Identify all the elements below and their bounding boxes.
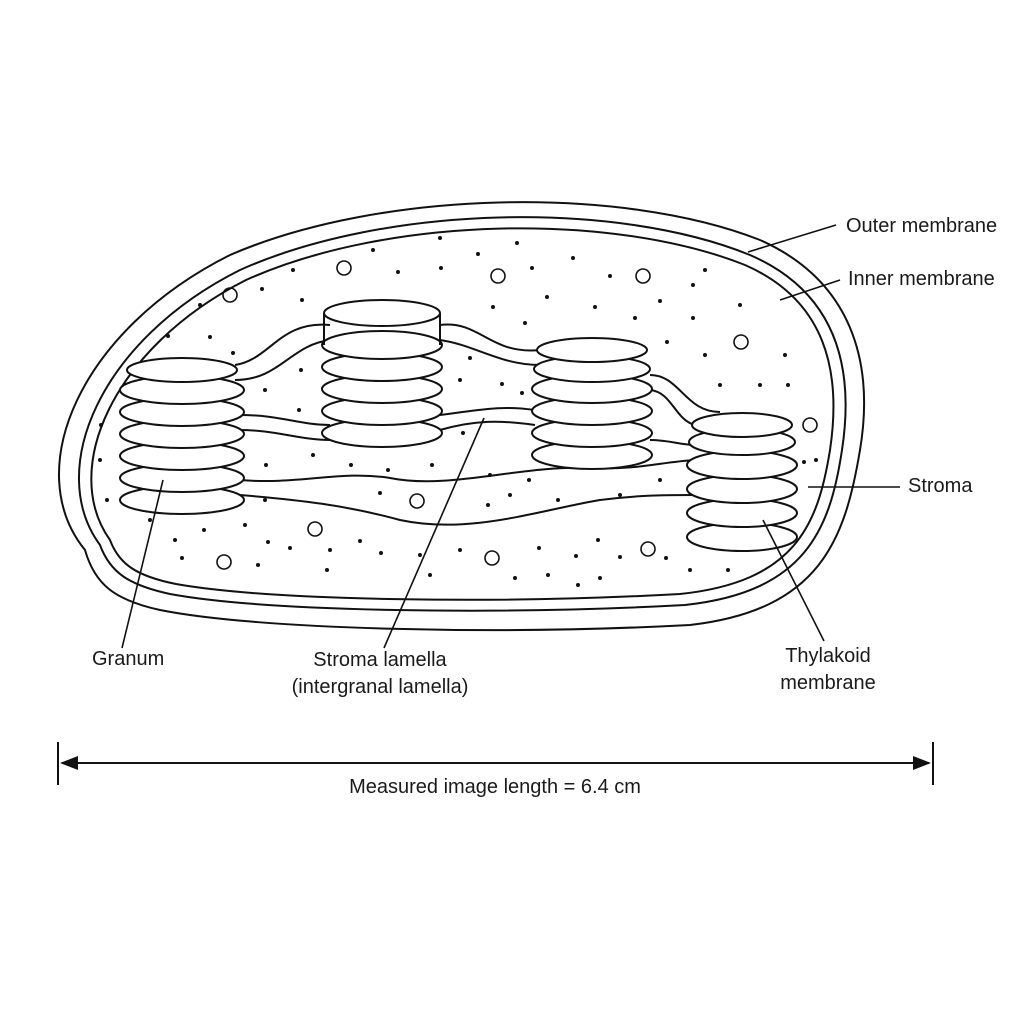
label-stroma-lamella-line2: (intergranal lamella) bbox=[291, 676, 469, 698]
leader-granum bbox=[121, 479, 164, 649]
scale-bar bbox=[57, 742, 934, 785]
label-outer-membrane: Outer membrane bbox=[846, 215, 998, 237]
label-inner-membrane: Inner membrane bbox=[848, 268, 995, 290]
scale-bar-right-arrowhead bbox=[913, 756, 931, 770]
label-stroma-lamella-line1: Stroma lamella bbox=[313, 649, 447, 671]
granum-left bbox=[119, 357, 245, 515]
inner-membrane-outer-line bbox=[77, 216, 847, 612]
scale-bar-left-arrowhead bbox=[60, 756, 78, 770]
granum-center-right bbox=[531, 337, 653, 470]
label-thylakoid-line2: membrane bbox=[780, 672, 876, 694]
leader-thylakoid bbox=[762, 519, 825, 642]
label-thylakoid-membrane: Thylakoid membrane bbox=[763, 643, 893, 697]
stroma-vesicles bbox=[216, 260, 818, 570]
leader-lines bbox=[121, 224, 900, 649]
leader-stroma-lamella bbox=[383, 417, 485, 649]
label-granum: Granum bbox=[92, 648, 165, 670]
leader-outer-membrane bbox=[747, 224, 837, 253]
scale-bar-label: Measured image length = 6.4 cm bbox=[349, 776, 641, 798]
label-stroma-lamella: Stroma lamella (intergranal lamella) bbox=[270, 647, 490, 701]
stroma-lamellae bbox=[234, 323, 721, 526]
inner-membrane-inner-line bbox=[90, 227, 835, 601]
granum-right bbox=[686, 412, 798, 552]
leader-inner-membrane bbox=[779, 279, 841, 301]
label-thylakoid-line1: Thylakoid bbox=[785, 645, 871, 667]
stroma-dots bbox=[98, 236, 818, 587]
outer-membrane-outline bbox=[58, 201, 866, 631]
label-stroma: Stroma bbox=[908, 475, 973, 497]
granum-center-left bbox=[321, 299, 443, 448]
